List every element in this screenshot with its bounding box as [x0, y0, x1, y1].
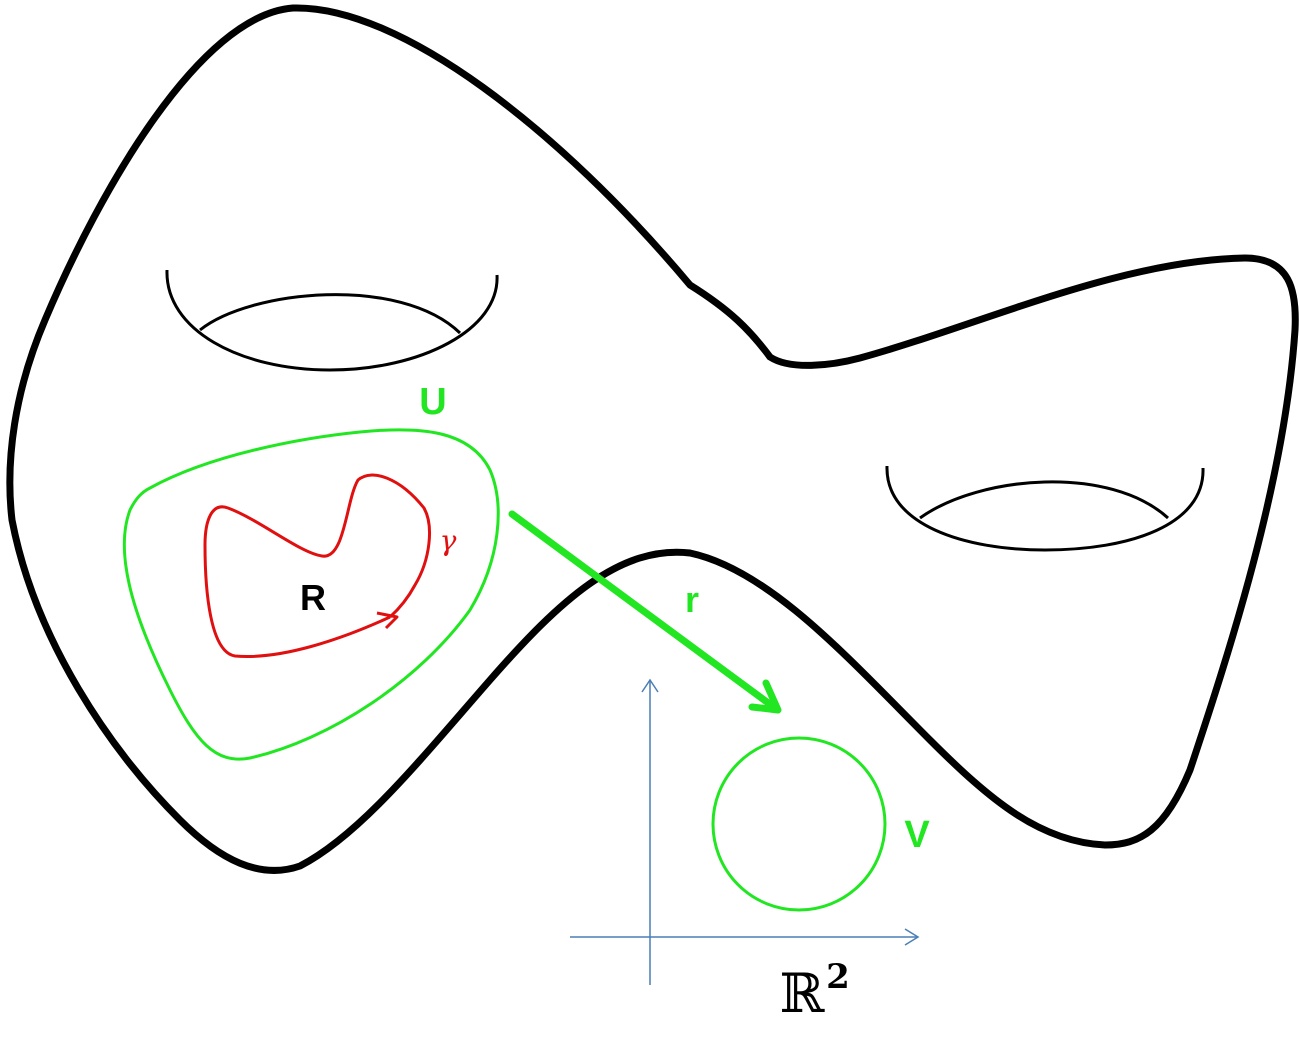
right-handle-lower-arc [885, 465, 1205, 552]
label-r: r [685, 579, 699, 620]
curve-gamma-arrowhead [376, 611, 399, 630]
label-gamma: γ [440, 524, 457, 557]
label-plane-symbol: ℝ [780, 962, 826, 1025]
y-axis-arrowhead [641, 678, 659, 693]
left-handle-lower-arc [165, 269, 499, 372]
image-region-circle [711, 736, 887, 912]
surface-outline [6, 4, 1299, 874]
left-handle-upper-arc [199, 293, 462, 335]
map-arrow-head [748, 679, 782, 714]
label-U: U [419, 381, 446, 423]
curve-gamma [203, 473, 431, 659]
chart-region-outline [122, 428, 500, 761]
label-plane-exponent: 2 [826, 957, 850, 997]
map-arrow-shaft [508, 510, 779, 712]
label-R: R [300, 577, 326, 618]
x-axis-arrowhead [904, 928, 920, 946]
right-handle-upper-arc [919, 480, 1170, 520]
label-V: V [904, 814, 930, 856]
